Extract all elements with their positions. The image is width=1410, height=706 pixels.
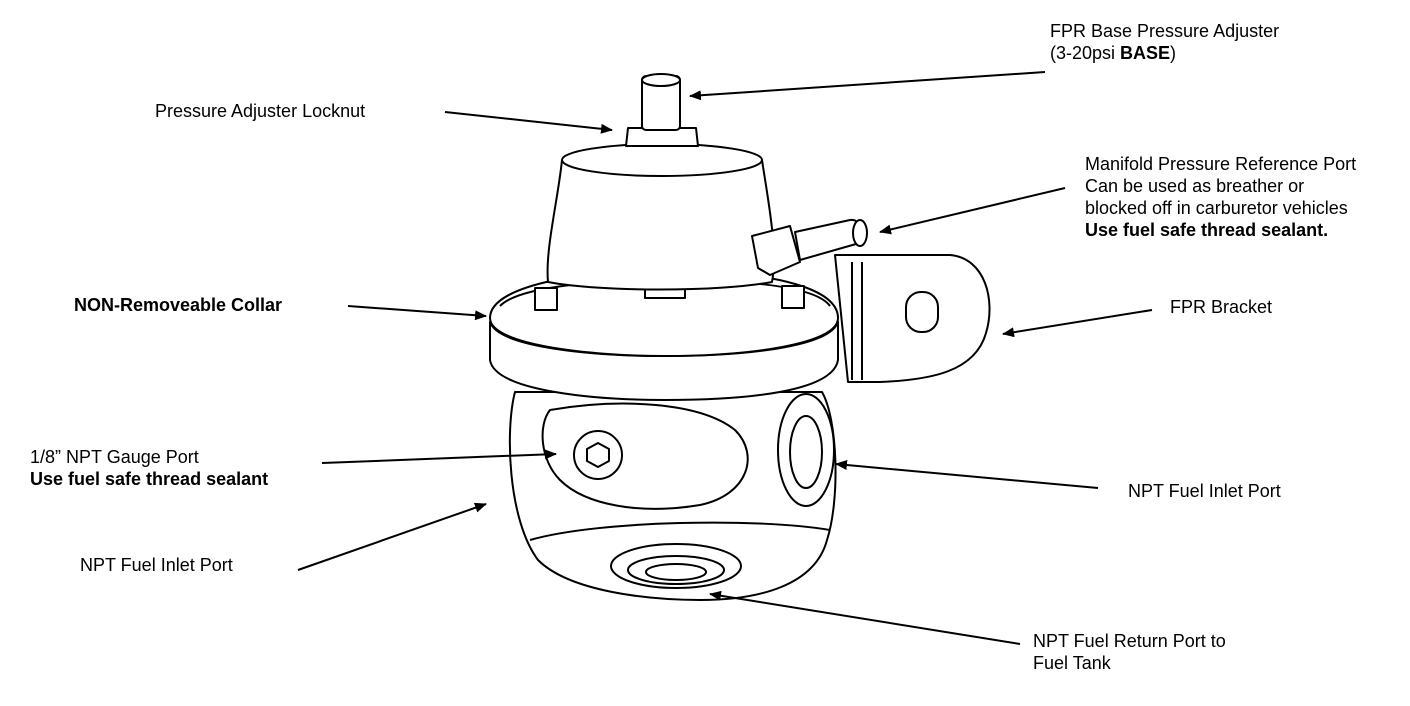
label-inlet-right: NPT Fuel Inlet Port — [1128, 481, 1281, 501]
leader-inlet-right — [835, 460, 1099, 489]
label-base-adjuster: FPR Base Pressure Adjuster (3-20psi BASE… — [1050, 20, 1279, 64]
leader-collar — [347, 305, 487, 321]
label-base-adjuster-base: BASE — [1120, 43, 1171, 63]
label-gauge-port-line2: Use fuel safe thread sealant — [30, 469, 269, 489]
label-collar: NON-Removeable Collar — [74, 295, 283, 315]
leader-locknut — [444, 111, 613, 134]
label-return-port: NPT Fuel Return Port to Fuel Tank — [1033, 630, 1226, 674]
leader-manifold — [879, 187, 1066, 235]
leader-gauge-port — [321, 449, 557, 464]
label-return-port-line1: NPT Fuel Return Port to — [1033, 631, 1226, 651]
label-base-adjuster-line2: (3-20psi BASE) — [1050, 42, 1279, 64]
leader-return — [709, 590, 1021, 645]
label-base-adjuster-line1: FPR Base Pressure Adjuster — [1050, 21, 1280, 41]
label-gauge-port-line1: 1/8” NPT Gauge Port — [30, 447, 199, 467]
leader-bracket — [1002, 309, 1153, 338]
label-manifold-line1: Manifold Pressure Reference Port — [1085, 154, 1357, 174]
gauge-port-boss — [541, 402, 749, 510]
bracket-slot — [905, 291, 939, 333]
leader-base-adjuster — [689, 71, 1046, 101]
label-locknut: Pressure Adjuster Locknut — [155, 101, 366, 121]
label-base-adjuster-close: ) — [1170, 43, 1177, 63]
label-gauge-port: 1/8” NPT Gauge Port Use fuel safe thread… — [30, 446, 268, 490]
label-manifold-line4: Use fuel safe thread sealant. — [1085, 220, 1329, 240]
label-manifold-line3: blocked off in carburetor vehicles — [1085, 198, 1348, 218]
label-bracket: FPR Bracket — [1170, 297, 1273, 317]
leader-inlet-left — [297, 502, 487, 571]
label-manifold-line2: Can be used as breather or — [1085, 176, 1305, 196]
label-base-adjuster-range: (3-20psi — [1050, 43, 1121, 63]
label-inlet-left: NPT Fuel Inlet Port — [80, 555, 233, 575]
label-return-port-line2: Fuel Tank — [1033, 653, 1111, 673]
ref-port-fitting — [751, 225, 801, 276]
label-manifold: Manifold Pressure Reference Port Can be … — [1085, 153, 1356, 241]
